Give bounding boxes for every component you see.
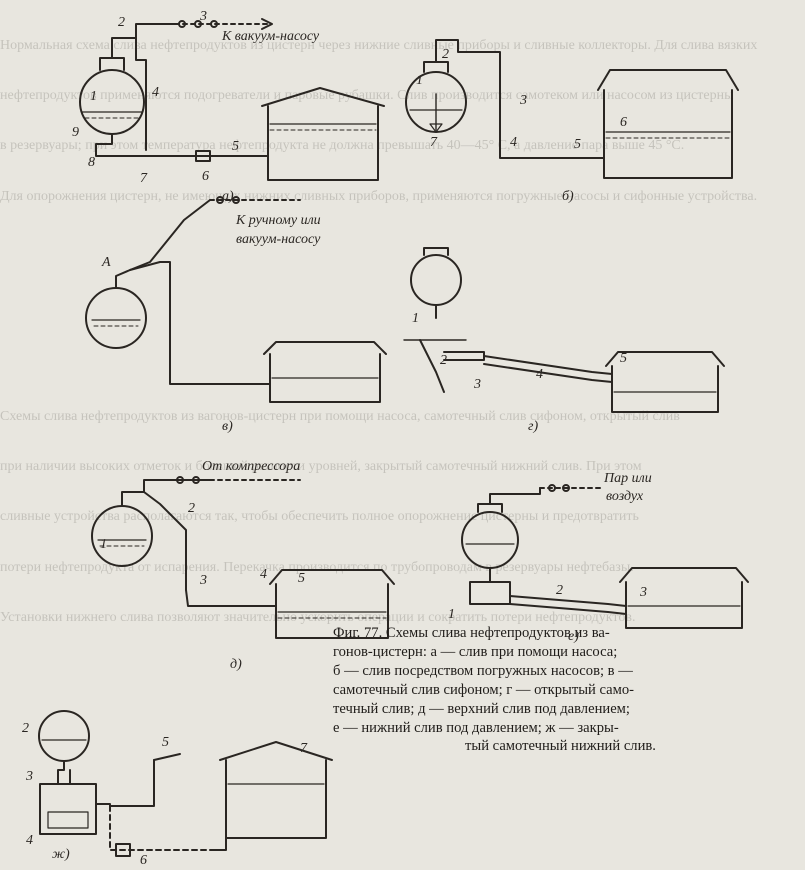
caption-line: е — нижний слив под давлением; ж — закры… [333, 719, 619, 736]
pipe-4-a [135, 37, 147, 151]
label-num-3: 3 [639, 585, 647, 600]
label-to-hand-pump-1: К ручному или [235, 213, 321, 228]
trough-e [469, 581, 511, 605]
label-num-6: 6 [620, 115, 627, 130]
label-to-vacuum-pump: К вакуум-насосу [221, 29, 320, 44]
caption-line: б — слив посредством погружных насосов; … [333, 662, 633, 679]
tank-car-v [85, 287, 147, 349]
label-num-3: 3 [473, 377, 481, 392]
label-num-2: 2 [442, 47, 449, 62]
tank-car-g [410, 254, 462, 306]
label-num-2: 2 [22, 721, 29, 736]
label-num-5: 5 [574, 137, 581, 152]
label-num-2: 2 [556, 583, 563, 598]
label-steam-or-air-2: воздух [606, 489, 644, 504]
label-num-7: 7 [300, 741, 308, 756]
caption-line: тый самотечный нижний слив. [465, 738, 656, 755]
label-num-3: 3 [199, 9, 207, 24]
reservoir-a [267, 105, 379, 181]
label-A: А [101, 255, 111, 270]
scheme-d [91, 476, 395, 639]
steam-line-e [489, 487, 541, 505]
label-num-3: 3 [25, 769, 33, 784]
label-num-4: 4 [152, 85, 159, 100]
label-num-7: 7 [430, 135, 438, 150]
reservoir-v [269, 353, 381, 403]
pipe-2-d [143, 491, 187, 591]
label-from-compressor: От компрессора [202, 459, 300, 474]
panel-label-g: г) [528, 419, 538, 434]
tank-car-e [461, 511, 519, 569]
valve-6-zh [115, 843, 131, 857]
scheme-g [403, 247, 725, 413]
caption-line: течный слив; д — верхний слив под давлен… [333, 700, 630, 717]
label-num-1: 1 [448, 607, 455, 622]
reservoir-zh [225, 759, 327, 839]
label-num-9: 9 [72, 125, 79, 140]
label-num-1: 1 [416, 73, 423, 88]
panel-label-zh: ж) [52, 847, 70, 862]
label-num-3: 3 [199, 573, 207, 588]
label-num-5: 5 [620, 351, 627, 366]
caption-line: самотечный слив сифоном; г — открытый са… [333, 681, 635, 698]
tank-car-d [91, 505, 153, 567]
scheme-a [79, 18, 385, 181]
label-steam-or-air-1: Пар или [603, 471, 652, 486]
scheme-e [461, 484, 749, 629]
drain-box-zh [39, 783, 97, 835]
label-num-5: 5 [232, 139, 239, 154]
label-num-2: 2 [118, 15, 125, 30]
label-num-4: 4 [536, 367, 543, 382]
siphon-v [115, 261, 171, 379]
reservoir-d [275, 583, 389, 639]
label-to-hand-pump-2: вакуум-насосу [236, 232, 321, 247]
label-num-6: 6 [202, 169, 209, 184]
panel-label-v: в) [222, 419, 233, 434]
label-num-1: 1 [412, 311, 419, 326]
gutter-g [483, 355, 613, 375]
label-num-2: 2 [188, 501, 195, 516]
pipe-5-zh [95, 759, 155, 807]
label-num-1: 1 [90, 89, 97, 104]
reservoir-b [603, 89, 733, 179]
label-num-8: 8 [88, 155, 95, 170]
label-num-1: 1 [100, 537, 107, 552]
panel-label-b: б) [562, 189, 574, 204]
tank-car-zh [38, 710, 90, 762]
figure-caption: Фиг. 77. Схемы слива нефтепродуктов из в… [333, 624, 788, 756]
caption-line: Фиг. 77. Схемы слива нефтепродуктов из в… [333, 625, 610, 641]
label-num-5: 5 [162, 735, 169, 750]
label-num-5: 5 [298, 571, 305, 586]
trough-g [419, 339, 445, 393]
scheme-b [405, 39, 739, 179]
scheme-zh [38, 710, 333, 857]
label-num-7: 7 [140, 171, 148, 186]
panel-label-d: д) [230, 657, 242, 672]
pipe-2-b [435, 39, 501, 147]
panel-label-e: е) [568, 629, 579, 644]
label-num-6: 6 [140, 853, 147, 868]
scheme-v [85, 196, 387, 403]
panel-label-a: а) [222, 189, 234, 204]
label-num-4: 4 [260, 567, 267, 582]
label-num-4: 4 [510, 135, 517, 150]
label-num-4: 4 [26, 833, 33, 848]
reservoir-g [611, 365, 719, 413]
reservoir-e [625, 581, 743, 629]
label-num-2: 2 [440, 353, 447, 368]
label-num-3: 3 [519, 93, 527, 108]
caption-line: гонов-цистерн: а — слив при помощи насос… [333, 643, 618, 660]
